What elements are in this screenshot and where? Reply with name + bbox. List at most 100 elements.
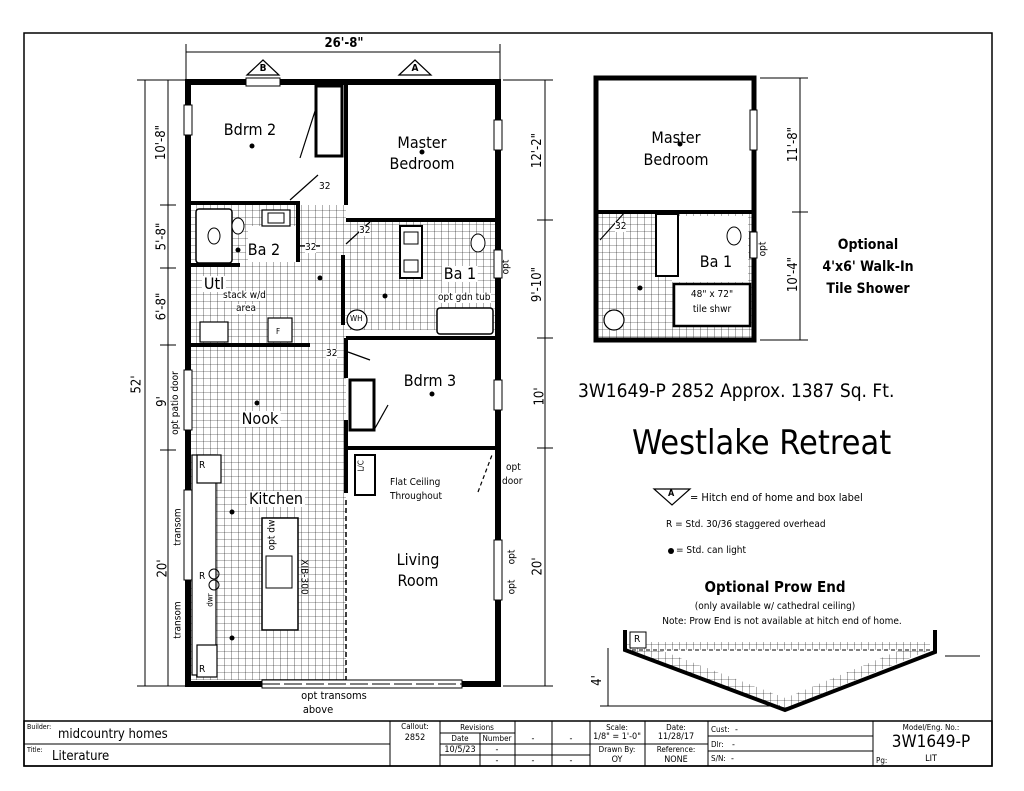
option-opt-window: opt <box>757 241 769 257</box>
drawn-by-label: Drawn By: <box>598 745 636 754</box>
island-label: XIB-300 <box>298 559 310 595</box>
scale-value: 1/8" = 1'-0" <box>593 732 641 742</box>
room-master-line1: Master <box>397 133 447 152</box>
callout-value: 2852 <box>404 733 426 743</box>
date-value: 11/28/17 <box>657 732 695 742</box>
opt-door-line1: opt <box>506 462 521 473</box>
legend-marker-letter: A <box>668 489 675 499</box>
revision-dash: - <box>569 756 573 766</box>
opt-transoms-line1: opt transoms <box>301 689 367 702</box>
room-bdrm3: Bdrm 3 <box>403 371 457 390</box>
revision-dash: - <box>495 745 499 755</box>
left-dim-utl: 6'-8" <box>154 292 170 321</box>
opt-door-line2: door <box>502 476 523 487</box>
opt-patio-door-label: opt patio door <box>169 371 181 435</box>
option-shower-label: tile shwr <box>692 304 732 315</box>
dealer-label: Dlr: <box>711 740 724 749</box>
opt-transoms-line2: above <box>302 703 334 716</box>
prow-title: Optional Prow End <box>704 578 846 596</box>
title-value: Literature <box>52 749 110 764</box>
opt-gdn-tub-label: opt gdn tub <box>438 292 491 303</box>
overhead-r-label: R <box>199 460 206 471</box>
room-kitchen: Kitchen <box>246 489 306 508</box>
option-master-line1: Master <box>651 128 701 147</box>
model-number-value: 3W1649-P <box>891 732 971 752</box>
prow-dimension: 4' <box>589 675 605 686</box>
opt-window-label: opt <box>500 259 512 275</box>
title-block <box>23 720 993 767</box>
overall-length-dimension: 52' <box>129 375 145 394</box>
page-value: LIT <box>925 754 937 764</box>
option-dim-upper: 11'-8" <box>786 126 802 163</box>
transom-label: transom <box>172 508 184 546</box>
option-caption-line3: Tile Shower <box>826 281 910 297</box>
door-size-label: 32 <box>359 225 371 236</box>
drawer-label: dwr <box>205 593 215 607</box>
stack-wd-line2: area <box>236 303 257 314</box>
right-dim-master: 12'-2" <box>530 132 546 169</box>
option-dim-lower: 10'-4" <box>786 256 802 293</box>
serial-number-label: S/N: <box>711 754 726 763</box>
revision-date-header: Date <box>451 734 469 743</box>
legend-can-light-symbol <box>668 548 674 554</box>
room-living-line1: Living <box>396 550 440 569</box>
overhead-r-label: R <box>199 571 206 582</box>
revisions-label: Revisions <box>460 723 494 732</box>
linen-closet-label: L/C <box>356 460 366 472</box>
legend-hitch-text: = Hitch end of home and box label <box>690 491 863 504</box>
builder-label: Builder: <box>27 723 52 731</box>
door-size-label: 32 <box>305 242 317 253</box>
room-ba1: Ba 1 <box>441 264 479 283</box>
room-nook: Nook <box>239 409 281 428</box>
revision-dash: - <box>569 734 573 744</box>
plan-name: Westlake Retreat <box>632 423 892 463</box>
opt-window-label: opt <box>506 579 518 595</box>
flat-ceiling-line1: Flat Ceiling <box>390 477 441 488</box>
option-master-line2: Bedroom <box>643 150 709 169</box>
furnace-label: F <box>276 327 281 336</box>
left-dim-bdrm2: 10'-8" <box>154 124 170 161</box>
legend-can-light-text: = Std. can light <box>676 545 747 556</box>
reference-label: Reference: <box>656 745 696 754</box>
section-marker-b: B <box>259 63 267 74</box>
prow-end-drawing <box>600 630 980 713</box>
revision-dash: - <box>531 734 535 744</box>
room-ba2: Ba 2 <box>245 240 283 259</box>
legend-hitch-marker <box>652 488 692 506</box>
room-bdrm2: Bdrm 2 <box>223 120 277 139</box>
drawn-by-value: OY <box>611 755 623 765</box>
builder-name: midcountry homes <box>58 727 168 742</box>
left-dim-nook: 9' <box>154 396 170 407</box>
customer-label: Cust: <box>711 725 730 734</box>
option-door-size: 32 <box>615 221 627 232</box>
option-ba1: Ba 1 <box>697 252 735 271</box>
stack-wd-line1: stack w/d <box>223 290 266 301</box>
water-heater-label: WH <box>350 314 363 323</box>
tub-ba2 <box>195 208 233 264</box>
room-living-line2: Room <box>397 571 439 590</box>
room-utl: Utl <box>201 274 227 293</box>
optional-shower-plan <box>593 75 808 343</box>
right-dim-ba1: 9'-10" <box>530 266 546 303</box>
date-label: Date: <box>666 723 686 732</box>
flat-ceiling-line2: Throughout <box>390 491 443 502</box>
model-number-label: Model/Eng. No.: <box>902 723 960 732</box>
prow-note-1: (only available w/ cathedral ceiling) <box>694 601 856 612</box>
prow-note-2: Note: Prow End is not available at hitch… <box>662 616 902 627</box>
transom-label: transom <box>172 601 184 639</box>
door-size-label: 32 <box>319 181 331 192</box>
option-caption-line1: Optional <box>837 237 899 253</box>
model-description: 3W1649-P 2852 Approx. 1387 Sq. Ft. <box>578 380 895 402</box>
left-dim-ba2: 5'-8" <box>154 222 170 251</box>
serial-number-value: - <box>731 754 734 764</box>
revision-dash: - <box>495 756 499 766</box>
reference-value: NONE <box>664 755 688 765</box>
right-dim-bdrm3: 10' <box>532 387 548 406</box>
door-size-label: 32 <box>326 348 338 359</box>
callout-label: Callout: <box>401 722 429 731</box>
opt-window-label: opt <box>506 549 518 565</box>
left-dim-kitchen: 20' <box>155 559 171 578</box>
legend-overhead-text: R = Std. 30/36 staggered overhead <box>666 519 826 530</box>
revision-number-header: Number <box>482 734 512 743</box>
